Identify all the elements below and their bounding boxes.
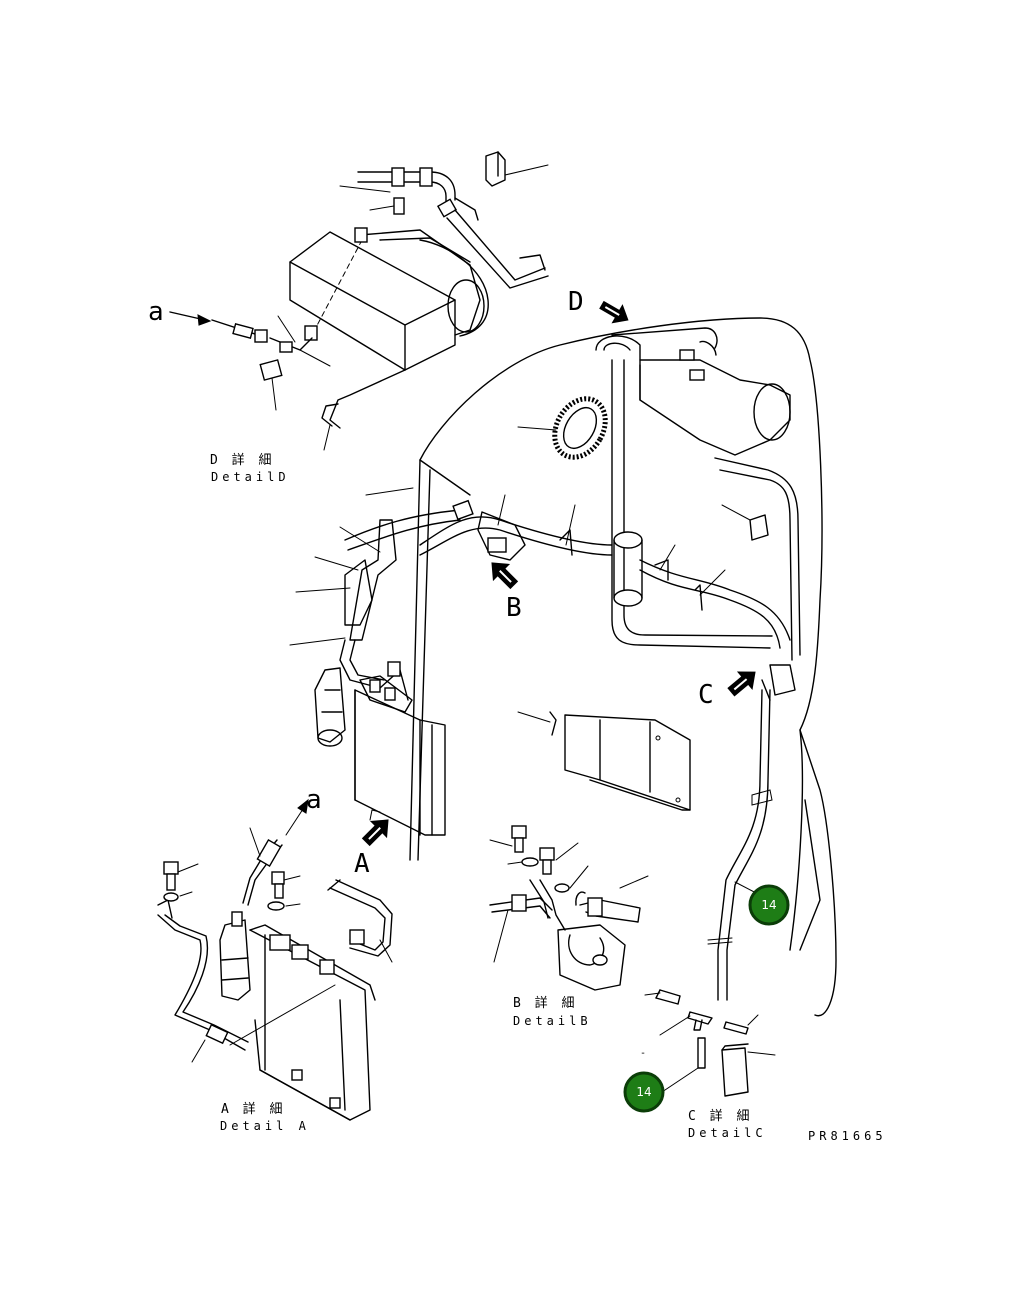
callout-dash: - (640, 1048, 646, 1059)
view-arrows (361, 300, 756, 847)
detail-a-jp: A 詳 細 (221, 1101, 285, 1117)
arrow-d (599, 300, 629, 324)
ac-pipes (344, 327, 801, 1001)
callout-badge-14-bottom[interactable]: 14 (623, 1071, 665, 1113)
detail-b-en: DetailB (513, 1014, 592, 1028)
detail-b-assembly (489, 825, 649, 991)
cover-panel-part (517, 711, 691, 811)
callout-badge-14-right[interactable]: 14 (748, 884, 790, 926)
label-a: A (354, 849, 370, 879)
label-a-mid: a (306, 785, 322, 815)
label-c: C (698, 680, 714, 710)
arrow-b (491, 562, 519, 590)
label-b: B (506, 593, 522, 623)
gear-seal-part (517, 396, 608, 460)
label-a-top: a (148, 297, 164, 327)
detail-c-en: DetailC (688, 1126, 767, 1140)
label-d: D (568, 287, 584, 317)
detail-d-en: DetailD (211, 470, 290, 484)
detail-a-assembly (157, 798, 393, 1121)
left-hose-assembly (289, 519, 446, 836)
detail-c-jp: C 詳 細 (688, 1108, 752, 1124)
detail-a-en: Detail A (220, 1119, 310, 1133)
detail-b-jp: B 詳 細 (513, 995, 577, 1011)
badge-right-text: 14 (761, 898, 776, 912)
badge-bottom-text: 14 (636, 1085, 651, 1099)
detail-d-jp: D 詳 細 (210, 452, 274, 468)
detail-d-assembly (169, 151, 549, 451)
detail-c-assembly (644, 989, 776, 1097)
part-number: PR81665 (808, 1129, 887, 1143)
arrow-c (727, 671, 756, 697)
arrow-a (361, 819, 389, 847)
